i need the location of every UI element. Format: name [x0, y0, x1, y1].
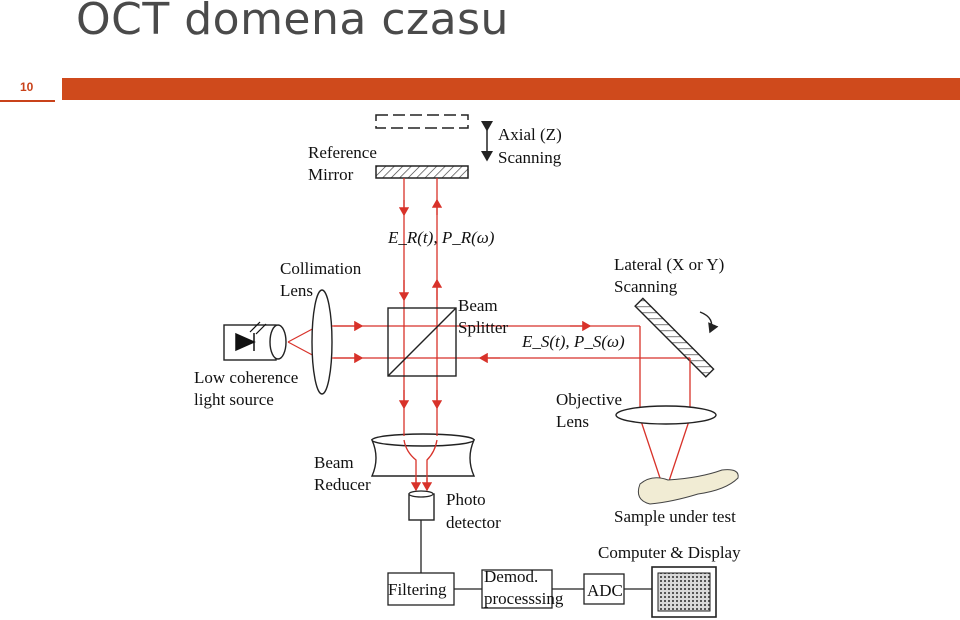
light-source-label-2: light source	[194, 390, 274, 409]
reducer-beams	[403, 410, 438, 492]
computer-screen	[657, 572, 711, 612]
beam-reducer-label-1: Beam	[314, 453, 354, 472]
slide-number: 10	[20, 80, 34, 94]
lateral-label-1: Lateral (X or Y)	[614, 255, 724, 274]
photo-detector-label-2: detector	[446, 513, 501, 532]
adc-label: ADC	[587, 581, 623, 600]
diode-emission-2	[255, 323, 267, 335]
light-source-label-1: Low coherence	[194, 368, 298, 387]
beam-splitter	[387, 307, 457, 377]
reference-arm-beams	[398, 178, 443, 410]
demod-label-1: Demod.	[484, 567, 538, 586]
photo-detector-label-1: Photo	[446, 490, 486, 509]
reference-mirror	[375, 165, 469, 179]
objective-lens	[615, 405, 717, 425]
beam-reducer-label-2: Reducer	[314, 475, 371, 494]
sample-arm-beams	[332, 320, 690, 364]
collimation-lens	[311, 289, 333, 395]
reference-field-label: E_R(t), P_R(ω)	[387, 228, 495, 247]
accent-bar	[62, 78, 960, 100]
slide-title: OCT domena czasu	[76, 0, 509, 45]
beam-reducer-top	[371, 433, 475, 447]
computer-label: Computer & Display	[598, 543, 741, 562]
beam-splitter-label-1: Beam	[458, 296, 498, 315]
collimation-label-1: Collimation	[280, 259, 362, 278]
photo-detector-top	[408, 490, 434, 498]
slide-number-box: 10	[0, 78, 55, 102]
axial-label-1: Axial (Z)	[498, 125, 562, 144]
light-source-lens	[269, 324, 287, 360]
lateral-label-2: Scanning	[614, 277, 678, 296]
reference-mirror-label-1: Reference	[308, 143, 377, 162]
diode-icon	[235, 332, 256, 352]
beam-splitter-label-2: Splitter	[458, 318, 508, 337]
axial-label-2: Scanning	[498, 148, 562, 167]
demod-box	[481, 569, 553, 609]
filtering-label: Filtering	[388, 580, 447, 599]
scanning-mirror	[634, 297, 715, 378]
beam-splitter-diagonal	[387, 307, 457, 377]
reference-mirror-label-2: Mirror	[308, 165, 354, 184]
photo-detector	[408, 493, 435, 521]
demod-label-2: processsing	[484, 589, 564, 608]
sample	[637, 469, 739, 505]
objective-label-2: Lens	[556, 412, 589, 431]
sample-field-label: E_S(t), P_S(ω)	[521, 332, 625, 351]
collimation-label-2: Lens	[280, 281, 313, 300]
filtering-box	[387, 572, 455, 606]
diode-emission-1	[249, 321, 261, 333]
adc-box	[583, 573, 625, 605]
beam-reducer	[370, 439, 476, 477]
sample-label: Sample under test	[614, 507, 736, 526]
reference-mirror-ghost	[375, 114, 469, 129]
lateral-scan-arrow	[699, 311, 719, 334]
objective-label-1: Objective	[556, 390, 622, 409]
